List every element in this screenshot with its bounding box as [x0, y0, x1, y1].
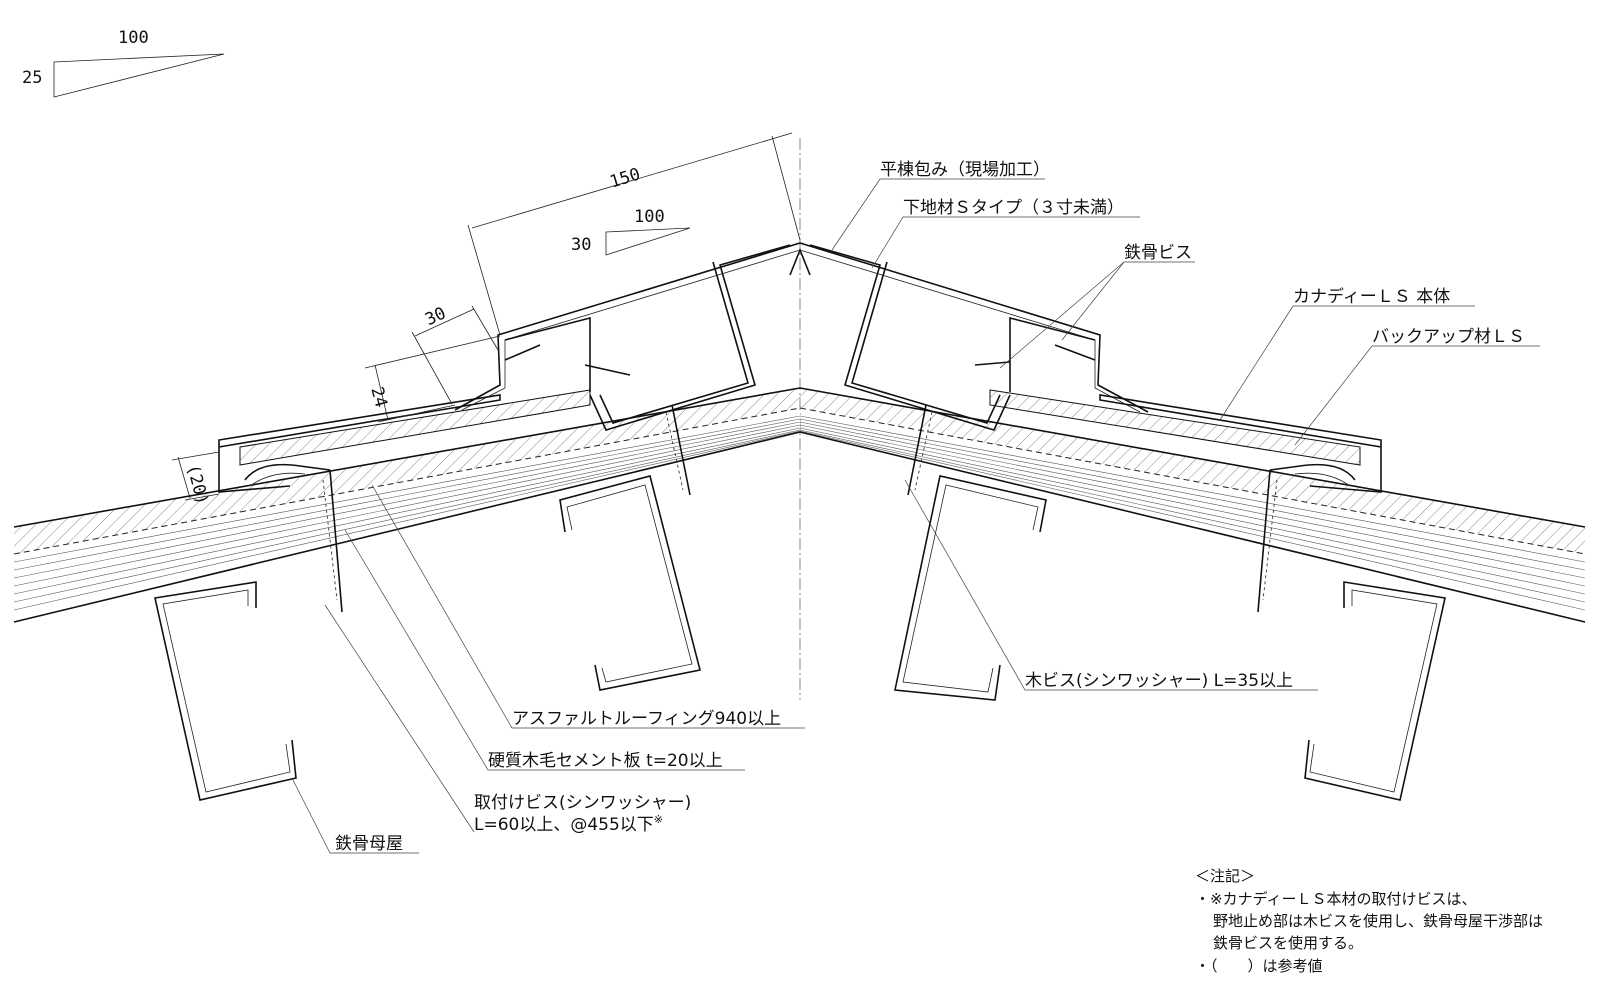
base-s-type-left	[504, 244, 791, 431]
purlin-label: 鉄骨母屋	[335, 834, 403, 854]
ridge-cover-label: 平棟包み（現場加工）	[880, 160, 1050, 180]
slope-run-label-2: 100	[634, 207, 665, 227]
wood-screw-label: 木ビス(シンワッシャー) L=35以上	[1025, 671, 1293, 691]
base-s-type-right	[809, 244, 1096, 431]
slope-rise-label: 25	[22, 68, 42, 88]
fix-screw-label-2: L=60以上、@455以下※	[474, 813, 663, 835]
dimension-150: 150	[467, 132, 801, 336]
left-infill	[239, 389, 591, 466]
notes-line-1: ・※カナディーＬＳ本材の取付けビスは、	[1195, 890, 1477, 908]
notes-line-4: ・（ ）は参考値	[1195, 957, 1323, 975]
dim-24-label: 24	[366, 385, 391, 410]
canady-ls-right	[1099, 394, 1382, 493]
slope-run-label: 100	[118, 28, 149, 48]
canady-main-label: カナディーＬＳ 本体	[1293, 286, 1450, 307]
left-roof-layers	[13, 387, 801, 623]
canady-ls-left	[218, 394, 501, 493]
backup-label: バックアップ材ＬＳ	[1372, 327, 1525, 347]
ridge-cover	[454, 242, 1149, 413]
notes-line-2: 野地止め部は木ビスを使用し、鉄骨母屋干渉部は	[1213, 912, 1543, 930]
asphalt-roofing-label: アスファルトルーフィング940以上	[512, 709, 781, 729]
notes: ＜注記＞ ・※カナディーＬＳ本材の取付けビスは、 野地止め部は木ビスを使用し、鉄…	[1195, 867, 1543, 975]
dim-150-label: 150	[608, 164, 643, 192]
slope-ratio-25-100: 100 25	[22, 28, 225, 98]
screws	[322, 344, 1278, 613]
steel-purlins	[154, 475, 1446, 801]
fix-screw-label-1: 取付けビス(シンワッシャー)	[474, 793, 691, 813]
slope-rise-label-2: 30	[571, 235, 591, 255]
callout-labels: 平棟包み（現場加工） 下地材Ｓタイプ（３寸未満） 鉄骨ビス カナディーＬＳ 本体…	[335, 160, 1525, 854]
slope-ratio-30-100: 100 30	[571, 207, 691, 256]
steel-screw-label: 鉄骨ビス	[1124, 243, 1192, 263]
dim-30-label: 30	[422, 303, 449, 330]
base-s-type-label: 下地材Ｓタイプ（３寸未満）	[903, 198, 1124, 218]
cement-board-label: 硬質木毛セメント板 t=20以上	[488, 751, 723, 771]
notes-line-3: 鉄骨ビスを使用する。	[1213, 934, 1363, 952]
leader-lines	[291, 178, 1540, 854]
notes-heading: ＜注記＞	[1195, 867, 1255, 885]
right-infill	[989, 389, 1361, 466]
